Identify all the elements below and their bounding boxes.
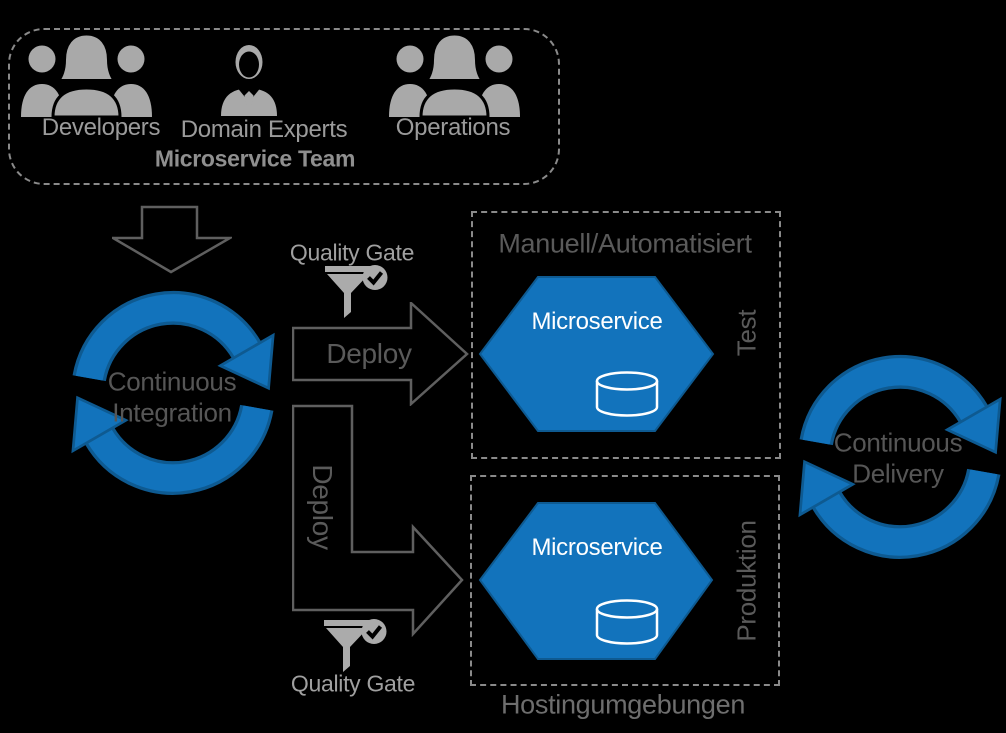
test-environment-box	[471, 211, 781, 459]
production-environment-box	[470, 475, 780, 686]
hexagon-database-icon	[478, 276, 715, 432]
developers-label: Developers	[41, 114, 161, 141]
test-environment-title: Manuell/Automatisiert	[498, 228, 752, 259]
ci-label-line1: Continuous	[107, 366, 237, 397]
sync-arrows-icon	[798, 354, 1002, 559]
test-microservice-label: Microservice	[531, 308, 663, 335]
funnel-check-icon	[325, 265, 388, 318]
hosting-environments-label: Hostingumgebungen	[500, 689, 746, 720]
deploy-top-label: Deploy	[326, 338, 412, 369]
funnel-check-icon	[324, 619, 387, 672]
deploy-arrow-right-icon	[292, 302, 469, 406]
team-title: Microservice Team	[154, 145, 356, 172]
microservice-team-box	[8, 28, 560, 185]
cd-label-line1: Continuous	[833, 427, 963, 458]
deploy-bottom-label: Deploy	[307, 464, 338, 550]
deploy-elbow-arrow-icon	[292, 404, 464, 637]
sync-arrows-icon	[71, 290, 275, 495]
production-microservice-label: Microservice	[531, 534, 663, 561]
people-group-icon	[389, 33, 520, 117]
person-suit-icon	[221, 45, 277, 116]
quality-gate-bottom-label: Quality Gate	[290, 670, 416, 697]
domain-experts-label: Domain Experts	[180, 116, 348, 143]
arrow-down-icon	[112, 205, 232, 274]
ci-label-line2: Integration	[112, 397, 232, 428]
production-side-label: Produktion	[731, 520, 762, 642]
hexagon-database-icon	[478, 502, 714, 660]
operations-label: Operations	[395, 114, 511, 141]
quality-gate-top-label: Quality Gate	[289, 239, 415, 266]
test-side-label: Test	[731, 309, 762, 357]
cd-label-line2: Delivery	[852, 458, 944, 489]
people-group-icon	[21, 33, 152, 117]
